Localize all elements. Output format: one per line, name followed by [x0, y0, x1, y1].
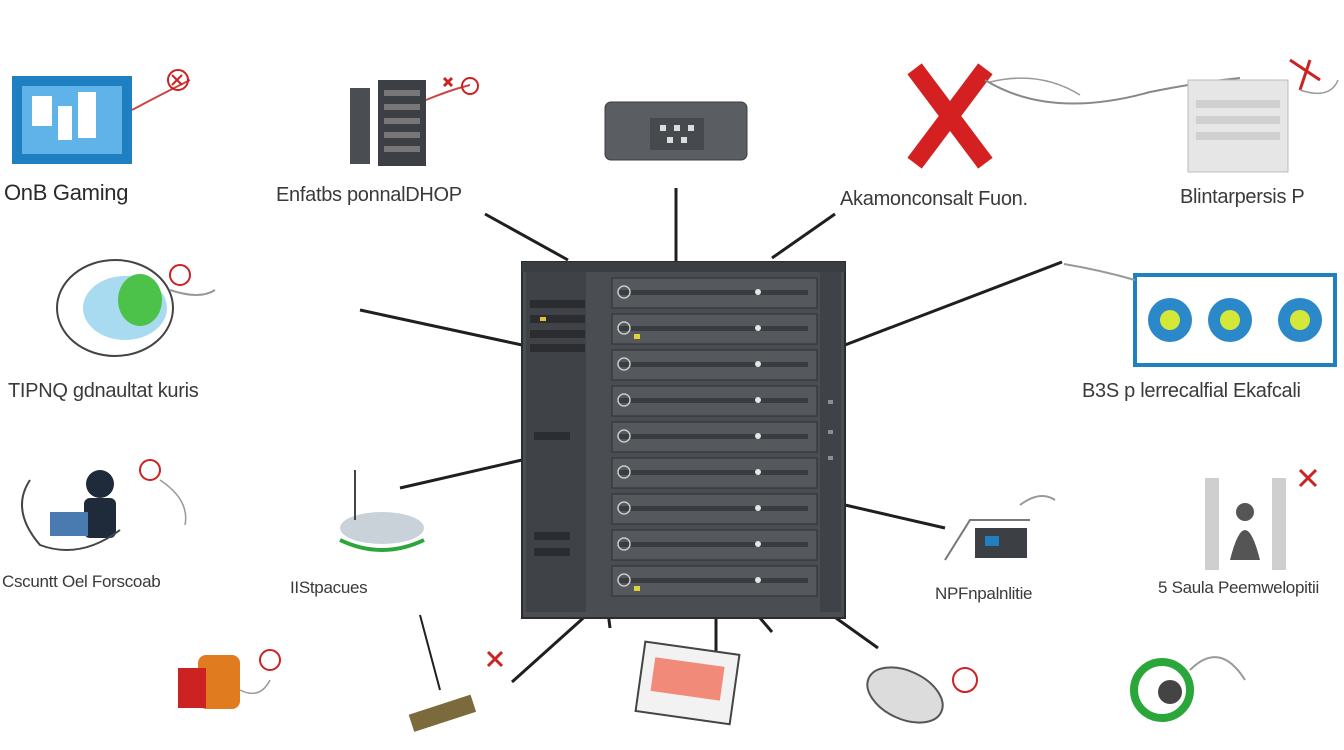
- person-at-desk-icon: [21, 459, 187, 551]
- lab-equipment-icon: [944, 495, 1056, 561]
- connector-top-mid-left: [484, 212, 569, 262]
- connector-mid-right: [844, 260, 1063, 347]
- server-rack: [521, 261, 846, 619]
- connector-lines: [359, 188, 1063, 691]
- hardware-component-icon: [178, 649, 281, 709]
- rack-unit: [611, 385, 818, 417]
- blue-panels-icon: [1063, 263, 1337, 367]
- label-mid-left: TIPNQ gdnaultat kuris: [8, 380, 199, 402]
- label-top-right: Blintarpersis P: [1180, 186, 1305, 208]
- red-x-icon: [907, 63, 1241, 169]
- connector-bottom-4: [758, 617, 774, 633]
- rack-unit: [611, 349, 818, 381]
- label-top-left: OnB Gaming: [4, 180, 129, 205]
- mouse-device-icon: [866, 666, 978, 724]
- server-rack-right-panel: [820, 268, 841, 612]
- rack-unit: [611, 277, 818, 309]
- green-ring-icon: [1130, 656, 1246, 722]
- connector-mid-left: [359, 308, 523, 347]
- doorway-icon: [1205, 468, 1318, 570]
- label-low-mid-right: NPFnpalnlitie: [935, 584, 1033, 603]
- label-low-right: 5 Saula Peemwelopitii: [1158, 578, 1319, 597]
- label-low-left: Cscuntt Oel Forscoab: [2, 572, 161, 591]
- rack-unit: [611, 529, 818, 561]
- connector-bottom-5: [835, 616, 879, 650]
- globe-icon: [56, 259, 216, 357]
- label-top-mid-left: Enfatbs ponnalDHOP: [276, 184, 462, 206]
- label-mid-right: B3S p lerrecalfial Ekafcali: [1082, 380, 1301, 402]
- rack-unit: [611, 421, 818, 453]
- switch-device: [604, 101, 748, 161]
- rack-cabinet-icon: [350, 76, 479, 166]
- rack-unit: [611, 493, 818, 525]
- circuit-board-icon: [408, 650, 504, 732]
- connector-bottom-6: [419, 614, 441, 691]
- rack-unit: [611, 313, 818, 345]
- rack-units: [611, 277, 818, 597]
- server-right-marks: [828, 400, 833, 460]
- gaming-monitor-icon: [12, 69, 191, 164]
- label-low-mid-left: IIStpacues: [290, 578, 368, 597]
- router-icon: [339, 470, 425, 552]
- server-rack-top-cap: [522, 262, 845, 272]
- rack-unit: [611, 457, 818, 489]
- connector-top-mid-right: [771, 212, 836, 260]
- monitor-display-icon: [634, 640, 741, 726]
- connector-low-mid-left: [399, 458, 523, 490]
- server-left-ports: [530, 300, 585, 556]
- printer-icon: [1187, 58, 1339, 173]
- rack-unit: [611, 565, 818, 597]
- connector-bottom-1: [510, 610, 592, 684]
- connector-low-mid-right: [844, 503, 946, 530]
- label-top-mid-right: Akamonconsalt Fuon.: [840, 188, 1028, 210]
